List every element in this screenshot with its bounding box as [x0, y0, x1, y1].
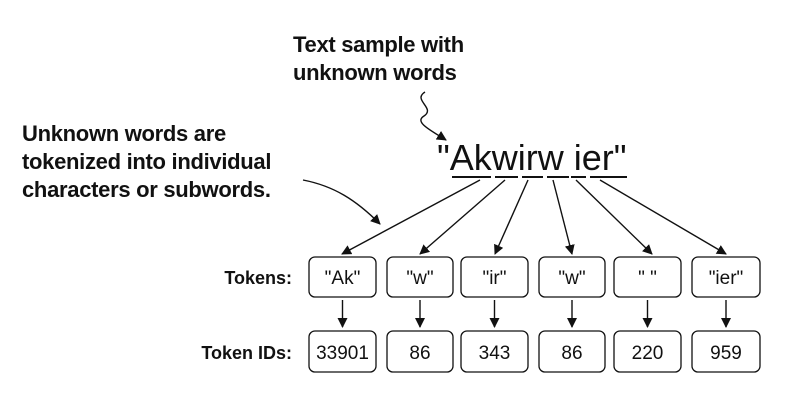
- text-sample-connector: [420, 91, 447, 141]
- token-id-box-2: 86: [386, 330, 454, 373]
- token-id-box-5: 220: [613, 330, 682, 373]
- token-text-5: " ": [638, 268, 657, 289]
- unknown-words-annotation-line-3: characters or subwords.: [22, 177, 271, 202]
- token-text-1: "Ak": [325, 268, 361, 289]
- text-sample-annotation-line-2: unknown words: [293, 60, 457, 85]
- token-id-box-3: 343: [460, 330, 529, 373]
- token-id-text-3: 343: [479, 343, 511, 364]
- sample-text: "Akwirw ier": [437, 137, 627, 178]
- token-box-5: " ": [613, 256, 682, 298]
- fan-arrow-4: [552, 179, 575, 255]
- token-box-1: "Ak": [308, 256, 377, 298]
- token-text-6: "ier": [709, 268, 744, 289]
- tokens-row-label: Tokens:: [224, 268, 292, 288]
- unknown-words-connector: [302, 179, 381, 225]
- unknown-words-annotation-line-2: tokenized into individual: [22, 149, 271, 174]
- text-sample-annotation-line-1: Text sample with: [293, 32, 464, 57]
- fan-arrow-5: [575, 179, 653, 255]
- token-id-text-4: 86: [561, 343, 582, 364]
- fan-arrow-1: [341, 179, 481, 255]
- token-id-text-2: 86: [409, 343, 430, 364]
- token-box-2: "w": [386, 256, 454, 298]
- token-box-3: "ir": [460, 256, 529, 298]
- token-id-box-1: 33901: [308, 330, 377, 373]
- token-id-text-1: 33901: [316, 343, 369, 364]
- unknown-words-annotation-line-1: Unknown words are: [22, 121, 226, 146]
- token-id-text-6: 959: [710, 343, 742, 364]
- token-box-4: "w": [538, 256, 606, 298]
- token-box-6: "ier": [691, 256, 761, 298]
- token-id-box-4: 86: [538, 330, 606, 373]
- token-text-4: "w": [558, 268, 585, 289]
- token-text-2: "w": [406, 268, 433, 289]
- token-text-3: "ir": [482, 268, 506, 289]
- fan-arrow-2: [419, 179, 506, 255]
- fan-arrow-6: [599, 179, 727, 255]
- token-id-box-6: 959: [691, 330, 761, 373]
- token-ids-row-label: Token IDs:: [201, 343, 292, 363]
- fan-arrow-3: [494, 179, 529, 255]
- token-id-text-5: 220: [632, 343, 664, 364]
